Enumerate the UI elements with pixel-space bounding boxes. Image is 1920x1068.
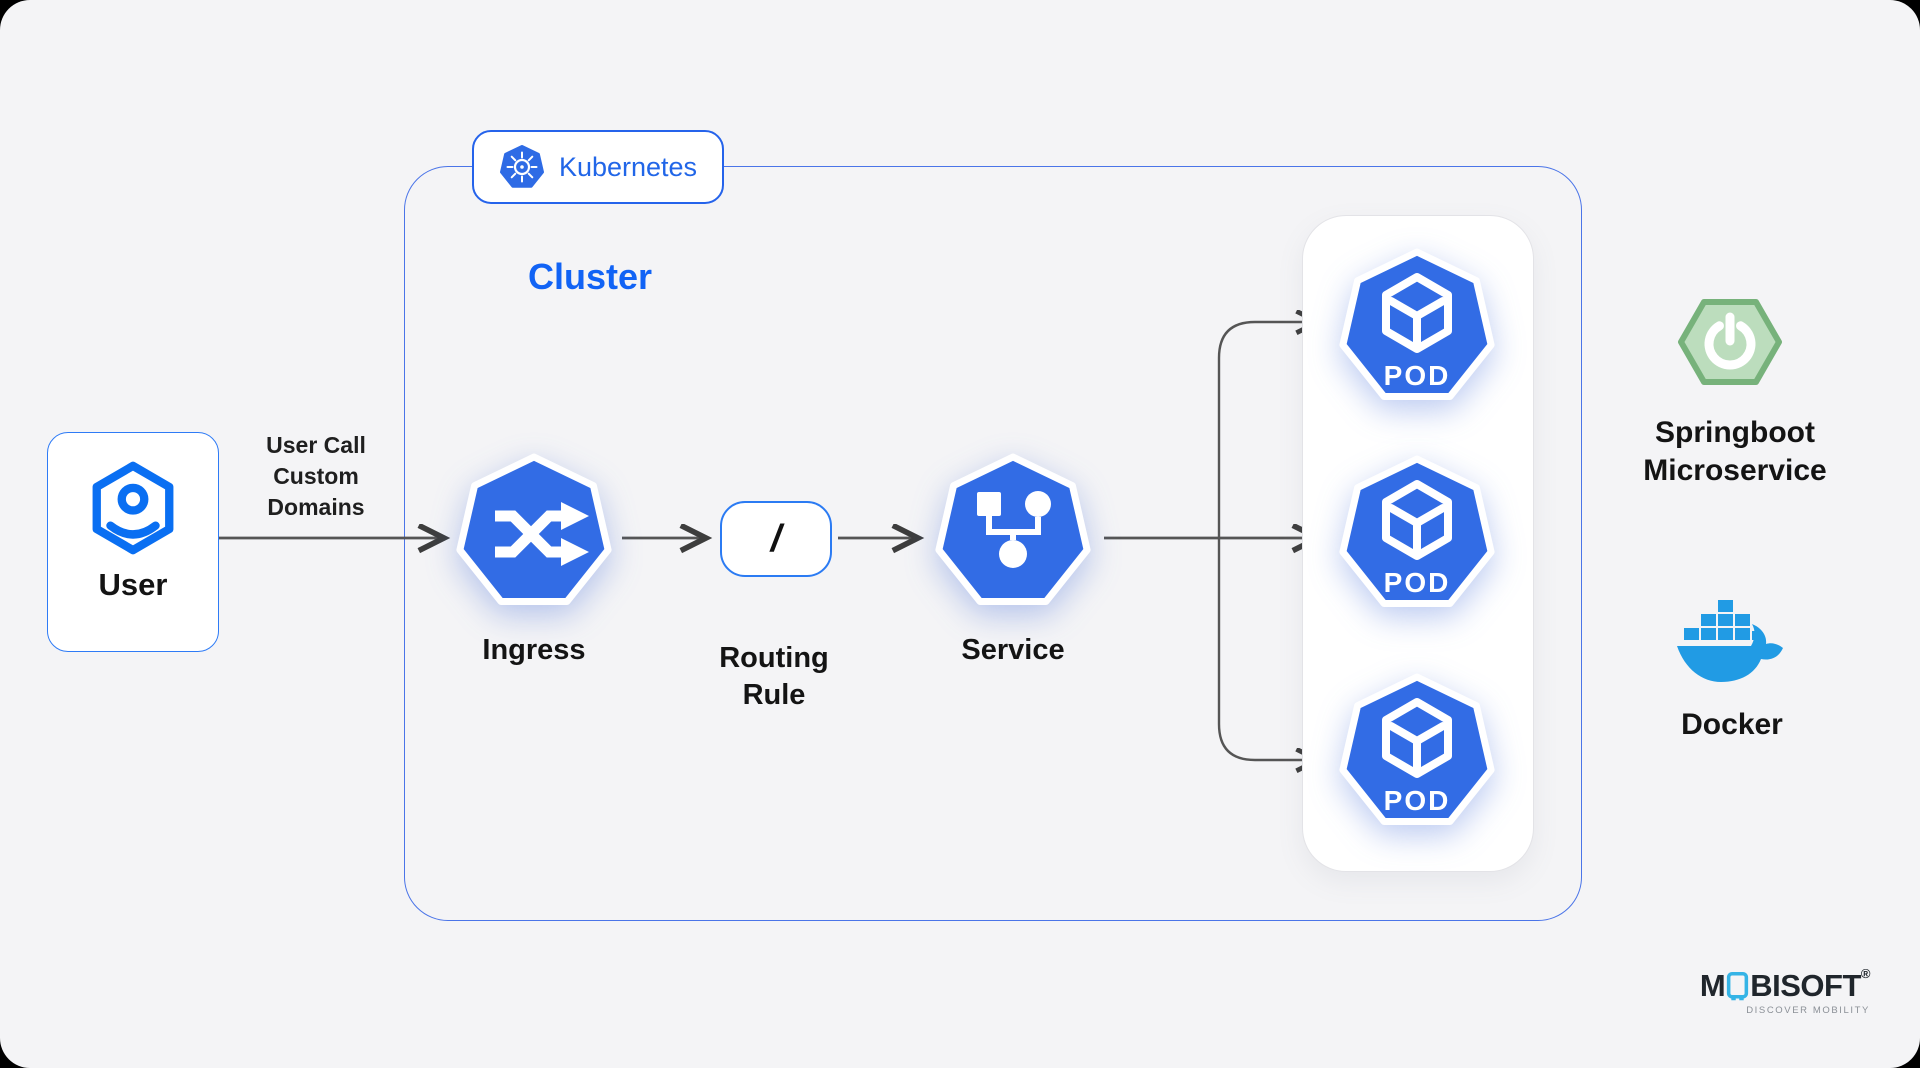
brand-suffix: BISOFT [1750, 968, 1861, 1003]
mobisoft-logo: M BISOFT ® DISCOVER MOBILITY [1694, 966, 1871, 1016]
brand-prefix: M [1699, 968, 1726, 1003]
mobisoft-tagline: DISCOVER MOBILITY [1746, 1005, 1870, 1016]
user-card: User [47, 432, 219, 652]
pod-icon: POD [1339, 455, 1495, 607]
kubernetes-helm-icon [499, 145, 544, 188]
pod-icon: POD [1339, 673, 1495, 825]
docker-label: Docker [1681, 708, 1783, 741]
pod-label: POD [1384, 360, 1451, 391]
ingress-label: Ingress [482, 634, 586, 666]
pod-icon: POD [1339, 248, 1495, 400]
smartphone-icon [1727, 971, 1749, 1001]
ingress-shuffle-icon [456, 453, 612, 605]
pod-label: POD [1384, 567, 1451, 598]
service-network-icon [935, 453, 1091, 605]
cluster-title: Cluster [528, 256, 653, 297]
service-label: Service [961, 634, 1065, 666]
registered-mark: ® [1860, 966, 1871, 981]
kubernetes-badge-label: Kubernetes [558, 151, 698, 182]
cluster-container [404, 166, 1582, 921]
user-label: User [98, 567, 168, 602]
routing-rule-symbol: / [770, 517, 782, 560]
kubernetes-badge: Kubernetes [472, 130, 724, 204]
routing-rule-label: Routing Rule [719, 642, 829, 711]
user-hexagon-icon [92, 461, 174, 555]
springboot-power-icon [1678, 299, 1782, 385]
routing-rule-box: / [720, 501, 832, 577]
docker-whale-icon [1677, 600, 1783, 682]
mobisoft-wordmark: M BISOFT ® [1694, 966, 1871, 1004]
springboot-label: Springboot Microservice [1643, 416, 1827, 487]
user-call-flow-label: User Call Custom Domains [266, 432, 366, 520]
pod-label: POD [1384, 785, 1451, 816]
